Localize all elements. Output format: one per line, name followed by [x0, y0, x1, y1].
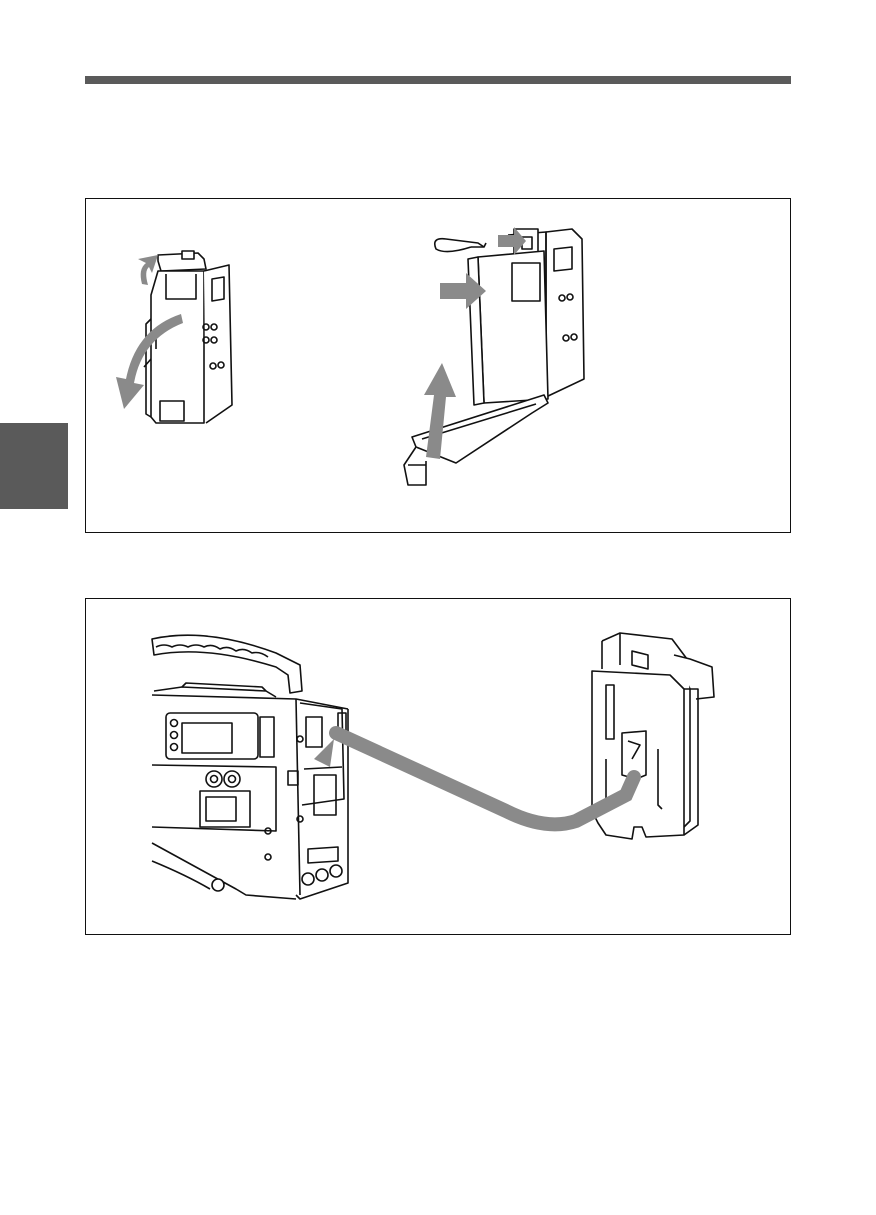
figure-1-illustration	[86, 199, 792, 534]
figure-2-arrows	[314, 733, 634, 824]
figure-battery-insertion	[85, 198, 791, 533]
attach-path-arrow	[336, 733, 634, 824]
figure-2-illustration	[86, 599, 792, 936]
camcorder-rear-panel	[152, 635, 348, 903]
chapter-tab	[0, 423, 68, 509]
header-rule	[85, 76, 791, 84]
figure-battery-attach	[85, 598, 791, 935]
